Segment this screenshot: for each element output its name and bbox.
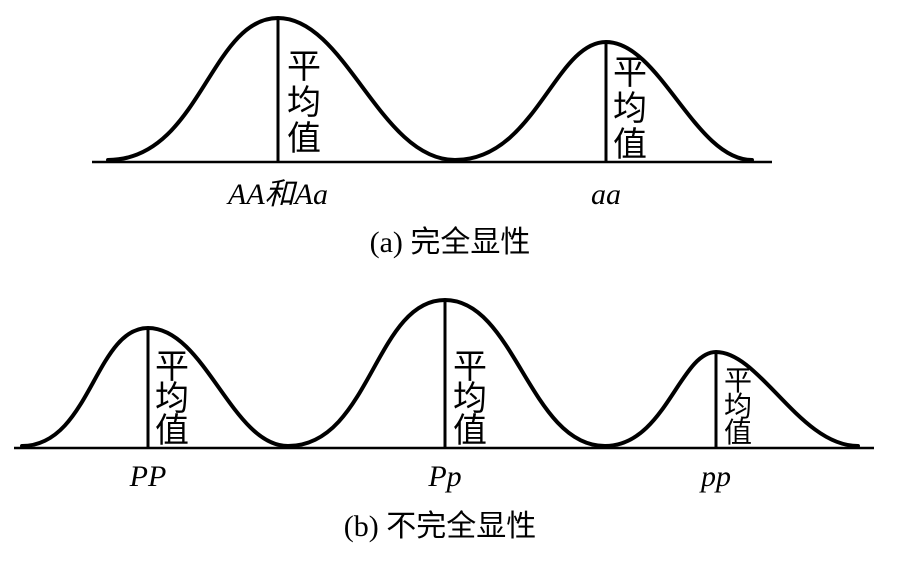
genotype-label-PP: PP [129, 460, 167, 493]
mean-label-char: 值 [724, 416, 752, 449]
mean-label-char: 平 [724, 364, 752, 397]
genotype-label-dominant: AA和Aa [226, 178, 328, 211]
mean-label-char: 均 [287, 83, 321, 123]
genotype-label-Pp: Pp [427, 460, 461, 493]
mean-label-char: 均 [613, 89, 647, 129]
mean-label-char: 平 [155, 347, 189, 387]
panel-a-curve-dominant [106, 16, 457, 162]
mean-label-char: 均 [724, 390, 752, 423]
panel-b: 平 均 值 平 均 值 平 均 值 PP Pp pp (b) 不完全显性 [14, 298, 874, 543]
genotype-label-recessive: aa [591, 178, 621, 211]
mean-label-char: 平 [287, 47, 321, 87]
genotype-label-pp: pp [699, 460, 731, 493]
panel-a-curve-recessive [453, 40, 754, 162]
panel-a: 平 均 值 平 均 值 AA和Aa aa (a) 完全显性 [92, 16, 772, 259]
mean-label-char: 平 [453, 347, 487, 387]
mean-label-char: 值 [613, 125, 647, 165]
mean-label-char: 值 [453, 411, 487, 451]
panel-a-caption: (a) 完全显性 [370, 226, 531, 259]
mean-label-char: 均 [155, 379, 189, 419]
mean-label-char: 平 [613, 53, 647, 93]
mean-label-char: 值 [155, 411, 189, 451]
panel-b-caption: (b) 不完全显性 [344, 510, 536, 543]
mean-label-char: 值 [287, 119, 321, 159]
mean-label-char: 均 [453, 379, 487, 419]
